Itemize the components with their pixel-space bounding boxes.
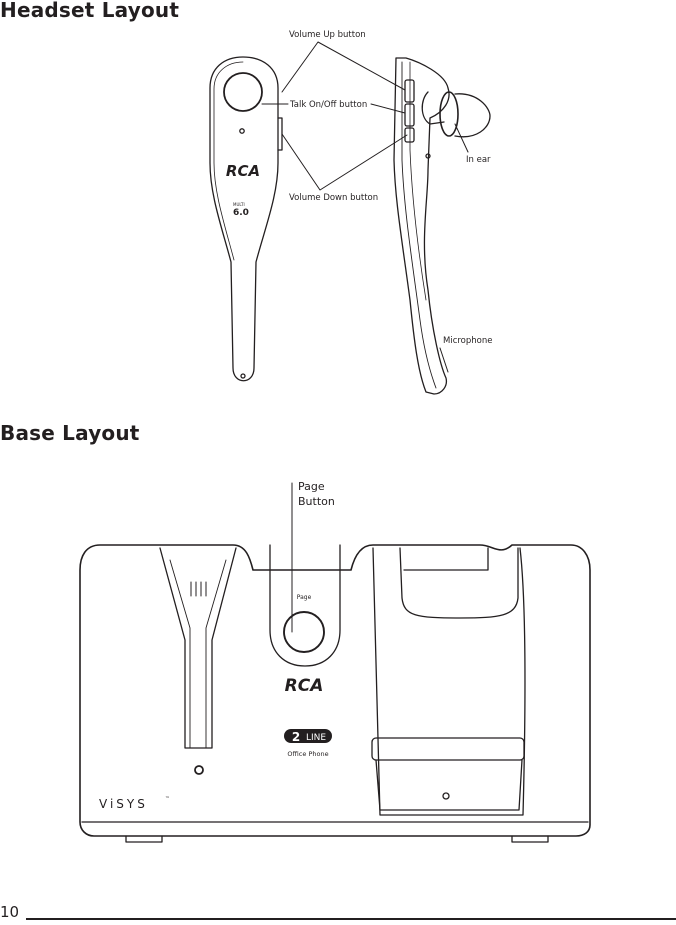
- indicator-light: [239, 128, 245, 134]
- handset-cradle: [372, 547, 526, 816]
- side-volume-up-key: [404, 79, 415, 103]
- leader-talk: [261, 103, 406, 114]
- cradle-contacts: [190, 581, 207, 597]
- office-phone-text: Office Phone: [287, 750, 328, 758]
- charger-pocket-inner: [375, 759, 523, 811]
- headset-side-view: [393, 57, 491, 395]
- base-unit: [79, 544, 591, 843]
- leader-volume-up: [281, 41, 406, 93]
- leader-volume-down: [281, 133, 408, 191]
- leader-microphone: [439, 347, 449, 373]
- page-housing: [269, 544, 341, 667]
- headset-cradle-inner: [169, 559, 227, 749]
- ear-hook: [421, 91, 445, 125]
- line-badge-word: LINE: [306, 733, 326, 743]
- headset-leader-lines: [261, 41, 469, 373]
- in-ear-bud: [454, 93, 491, 138]
- base-indicator: [194, 765, 204, 775]
- rca-logo-headset: RCA: [226, 162, 260, 180]
- headset-cradle: [159, 547, 237, 749]
- rca-logo-base: RCA: [285, 676, 324, 696]
- footer-rule: [26, 918, 676, 920]
- label-page-line2: Button: [298, 495, 335, 508]
- model-small: MULTI: [233, 202, 245, 207]
- page-number: 10: [0, 903, 20, 921]
- line-badge-number: 2: [292, 730, 300, 744]
- model-big: 6.0: [233, 208, 249, 218]
- side-talk-key: [404, 103, 415, 127]
- stem-hole: [240, 373, 246, 379]
- base-body: [79, 544, 591, 837]
- talk-button-front: [223, 72, 263, 112]
- visys-logo: ViSYS: [99, 797, 148, 811]
- side-volume-down-key: [404, 127, 415, 143]
- headset-side-outline: [393, 57, 450, 395]
- base-layout-title: Base Layout: [0, 421, 140, 445]
- headset-front-view: [209, 56, 283, 382]
- side-indicator: [425, 153, 431, 159]
- label-in-ear: In ear: [466, 155, 491, 165]
- headset-layout-title: Headset Layout: [0, 0, 180, 22]
- label-talk: Talk On/Off button: [289, 100, 367, 110]
- label-microphone: Microphone: [443, 336, 492, 346]
- page-button: [283, 611, 325, 653]
- base-feet: [125, 835, 549, 843]
- headset-side-ridge-2: [409, 61, 427, 301]
- headset-front-inner: [213, 61, 244, 261]
- visys-tm: ™: [165, 796, 170, 802]
- page-key-text: Page: [297, 594, 312, 601]
- line-badge: [284, 729, 332, 743]
- charge-contact: [442, 792, 450, 800]
- label-volume-down: Volume Down button: [289, 193, 378, 203]
- in-ear-tip: [439, 91, 459, 137]
- charger-pocket: [371, 737, 525, 761]
- headset-side-ridge: [401, 61, 437, 389]
- label-volume-up: Volume Up button: [289, 30, 366, 40]
- leader-in-ear: [454, 123, 469, 153]
- headset-front-outline: [209, 56, 279, 382]
- handset-cradle-slot: [403, 547, 489, 571]
- handset-cradle-top: [399, 547, 519, 619]
- label-page-line1: Page: [298, 480, 325, 493]
